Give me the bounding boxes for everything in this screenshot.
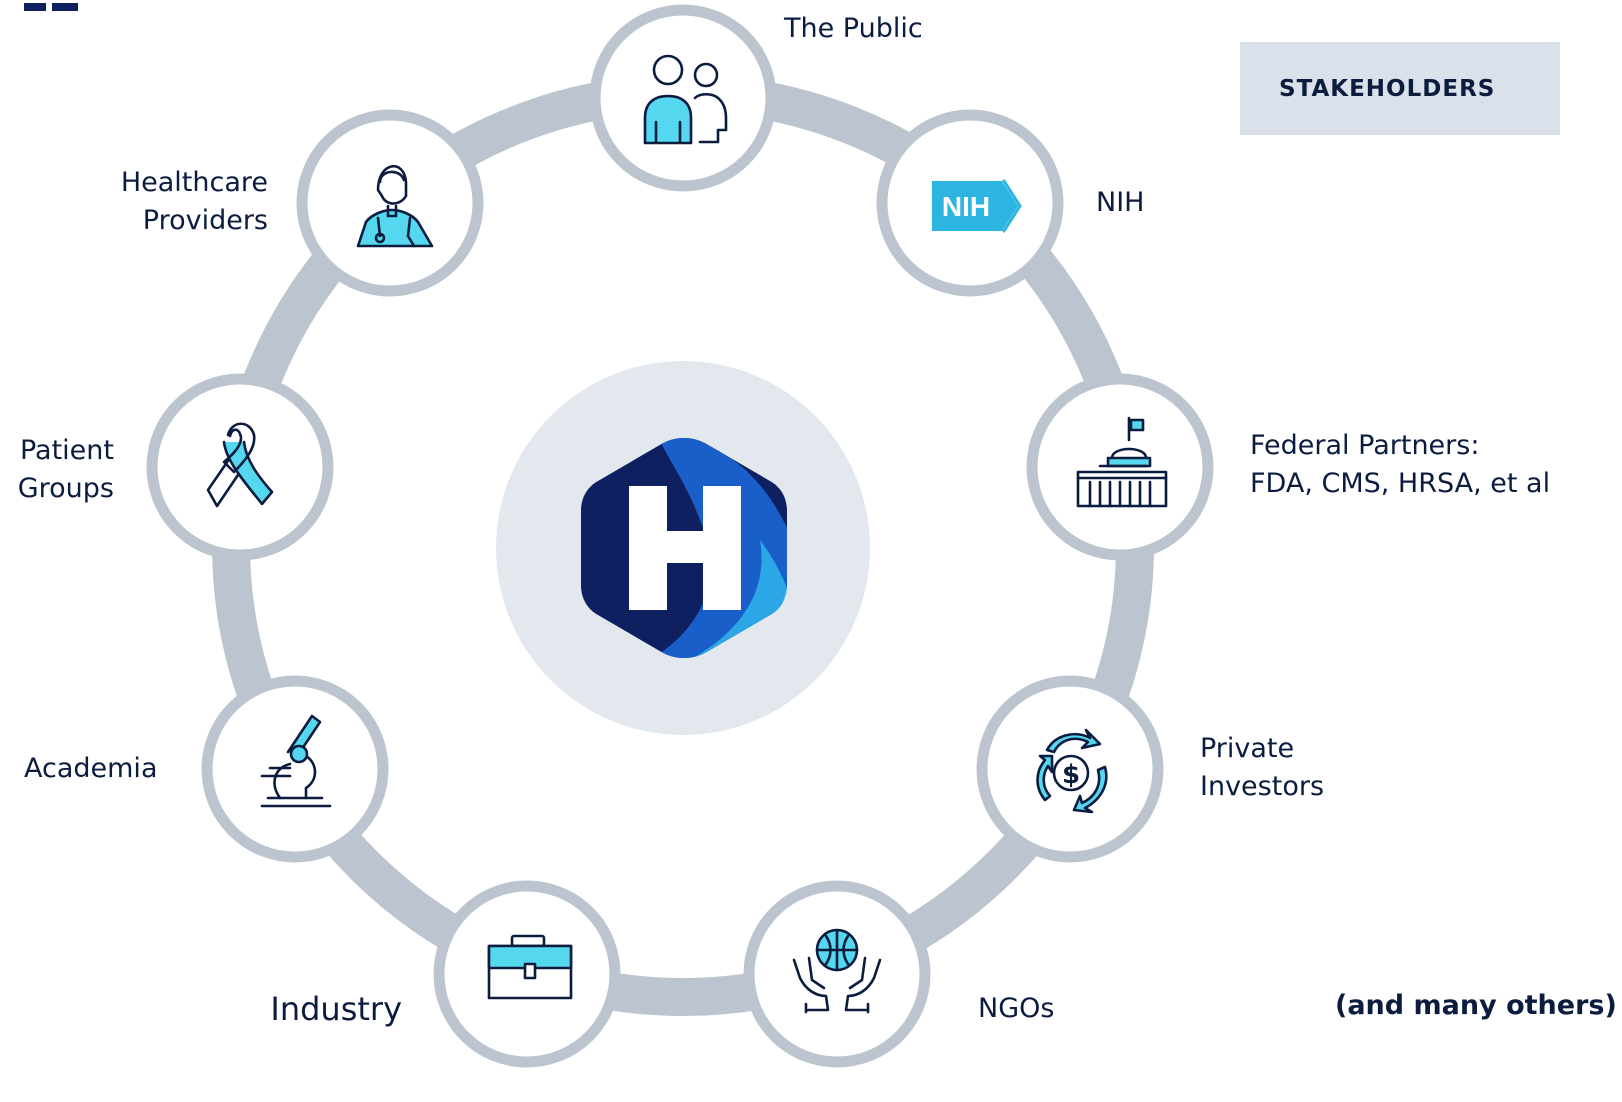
label-providers: Healthcare Providers <box>120 167 268 236</box>
nih-logo-icon: NIH <box>932 179 1022 233</box>
center-logo <box>581 438 787 658</box>
label-academia: Academia <box>24 753 158 784</box>
dollar-cycle-icon: $ <box>1036 728 1108 814</box>
label-nih: NIH <box>1096 187 1145 218</box>
doctor-icon <box>356 164 434 248</box>
brand-logo-fragment <box>0 0 80 12</box>
briefcase-icon <box>487 934 573 1000</box>
center-logo-letter <box>629 486 741 610</box>
footnote: (and many others) <box>1335 990 1617 1021</box>
label-public: The Public <box>784 13 923 44</box>
node-academia <box>201 675 389 863</box>
hands-globe-icon <box>792 928 882 1014</box>
svg-text:$: $ <box>1062 760 1080 790</box>
nih-icon-text: NIH <box>942 191 990 222</box>
node-public <box>589 4 777 192</box>
label-federal: Federal Partners: FDA, CMS, HRSA, et al <box>1250 430 1551 499</box>
people-icon <box>643 54 728 145</box>
node-ngos <box>743 880 931 1068</box>
microscope-icon <box>260 714 332 808</box>
awareness-ribbon-icon <box>206 422 274 508</box>
label-patients: Patient Groups <box>17 435 114 504</box>
capitol-building-icon <box>1076 416 1168 508</box>
label-ngos: NGOs <box>978 993 1055 1024</box>
stakeholders-badge: STAKEHOLDERS <box>1240 42 1560 135</box>
label-industry: Industry <box>270 990 402 1028</box>
label-investors: Private Investors <box>1200 733 1325 802</box>
